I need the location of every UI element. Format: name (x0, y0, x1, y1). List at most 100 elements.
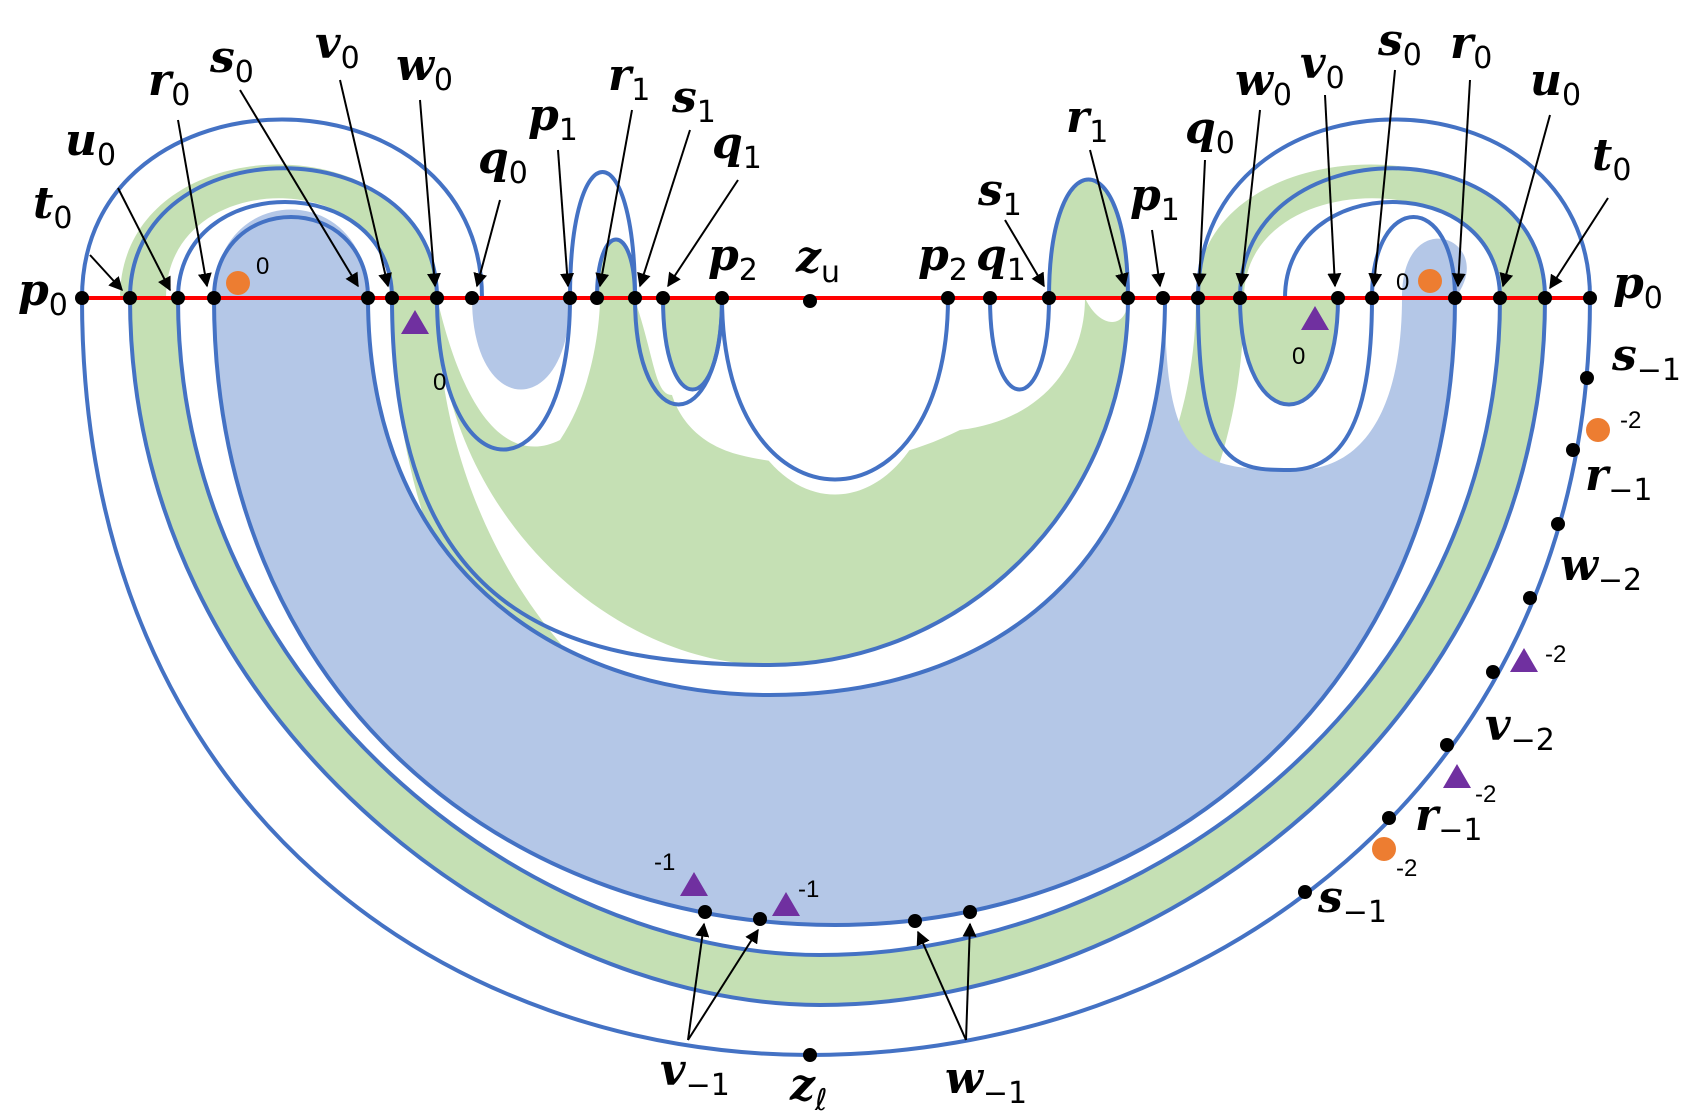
marker-labels: 0 0 0 0 -2 -2 -2 -2 -1 -1 (256, 253, 1641, 903)
marker-label-orange-side-bottom: -2 (1396, 855, 1417, 882)
label-p2-right: p2 (918, 230, 968, 288)
marker-label-purple-left: 0 (433, 369, 446, 396)
arrow-w0-left (419, 99, 441, 288)
point-v0-left (385, 291, 399, 305)
label-p1-left: p1 (528, 90, 578, 148)
orange-marker-right (1418, 269, 1442, 293)
label-s1-left: s1 (671, 72, 716, 130)
curve-outer-1-right-top (1196, 117, 1592, 299)
label-v0-left: v0 (315, 18, 360, 76)
curve-6 (390, 297, 1130, 668)
point-w-m2-b (1523, 591, 1537, 605)
label-r1-right: r1 (1066, 92, 1108, 150)
arrow-w-m1-a (916, 930, 967, 1041)
curve-3-bottom (176, 297, 1502, 958)
point-v-m2-a (1486, 665, 1500, 679)
label-w0-left: w0 (396, 40, 453, 98)
point-p1-left (563, 291, 577, 305)
arrow-t0-right (1549, 197, 1609, 290)
arrow-v-m1-a (687, 922, 710, 1041)
marker-label-orange-right: 0 (1396, 269, 1409, 296)
arrow-q1-left (667, 179, 739, 288)
point-r0-left (207, 291, 221, 305)
point-zu (803, 294, 817, 308)
point-w0-right (1233, 291, 1247, 305)
orange-marker-left (226, 271, 250, 295)
markers (226, 269, 1610, 916)
curve-4-left-top (212, 215, 370, 299)
label-w-m2: w−2 (1560, 540, 1642, 598)
curve-outer-2 (128, 166, 439, 299)
point-r1-left (590, 291, 604, 305)
point-r-m1-bottom (1382, 811, 1396, 825)
point-s0-right (1365, 291, 1379, 305)
marker-label-orange-left: 0 (256, 253, 269, 280)
label-zl: zℓ (789, 1060, 827, 1117)
marker-label-purple-bottom-2: -1 (798, 876, 819, 903)
point-q0-right (1191, 291, 1205, 305)
point-s-m1-bottom (1298, 885, 1312, 899)
label-u0-left: u0 (65, 115, 116, 173)
arrow-v0-right (1324, 94, 1342, 288)
curve-outer-2-bottom (128, 297, 1547, 1008)
point-s1-right (1042, 291, 1056, 305)
curve-loop-p1 (568, 170, 637, 299)
label-t0-left: t0 (33, 178, 72, 236)
points (75, 291, 1597, 1062)
arrow-s0-left (239, 89, 359, 288)
point-r1-right (1121, 291, 1135, 305)
label-q1-right: q1 (976, 230, 1026, 288)
white-bowl (722, 298, 948, 495)
point-u0-right (1493, 291, 1507, 305)
point-w-m1-b (963, 905, 977, 919)
curve-3-right-top (1283, 200, 1502, 299)
point-p2-left (715, 291, 729, 305)
point-q1-left (656, 291, 670, 305)
point-v-m1-b (753, 912, 767, 926)
point-p1-right (1156, 291, 1170, 305)
label-s-m1-bottom: s−1 (1317, 872, 1387, 930)
label-v-m2: v−2 (1485, 700, 1555, 758)
label-q1-left: q1 (712, 118, 762, 176)
label-r0-left: r0 (148, 55, 190, 113)
label-p1-right: p1 (1130, 170, 1180, 228)
arrow-u0-left (117, 187, 171, 292)
arrow-s1-right (1004, 219, 1045, 288)
arrow-s1-left (637, 129, 691, 288)
point-p0-left (75, 291, 89, 305)
arrow-t0-left (89, 254, 123, 292)
label-r0-right: r0 (1450, 18, 1492, 76)
arrow-w-m1-b (962, 922, 977, 1041)
point-q1-right (983, 291, 997, 305)
label-p0-right: p0 (1613, 258, 1663, 316)
arrow-u0-right (1499, 114, 1551, 288)
orange-marker-side-bottom (1372, 837, 1396, 861)
label-r-m1-bottom: r−1 (1415, 790, 1482, 848)
arrow-v0-left (339, 79, 392, 288)
label-s0-left: s0 (209, 32, 254, 90)
label-w0-right: w0 (1235, 55, 1292, 113)
point-p2-right (941, 291, 955, 305)
curve-loop-q1 (661, 297, 724, 392)
curves (80, 117, 1592, 1058)
label-r1-left: r1 (608, 50, 650, 108)
label-v0-right: v0 (1300, 38, 1345, 96)
arrow-p1-left (557, 149, 575, 288)
blue-region (214, 209, 1467, 925)
label-t0-right: t0 (1592, 130, 1631, 188)
point-r-m1-top (1566, 443, 1580, 457)
point-t0-right (1538, 291, 1552, 305)
point-w-m1-a (908, 914, 922, 928)
label-p2-left: p2 (708, 230, 758, 288)
orange-marker-side-top (1586, 418, 1610, 442)
label-u0-right: u0 (1530, 55, 1581, 113)
purple-marker-bottom-2 (772, 892, 800, 916)
marker-label-purple-right: 0 (1292, 343, 1305, 370)
curve-bowl (720, 297, 950, 482)
arrow-q0-right (1192, 159, 1207, 288)
point-v-m2-b (1440, 738, 1454, 752)
marker-label-purple-bottom-1: -1 (654, 849, 675, 876)
label-v-m1: v−1 (660, 1045, 730, 1103)
label-q0-right: q0 (1185, 103, 1235, 161)
